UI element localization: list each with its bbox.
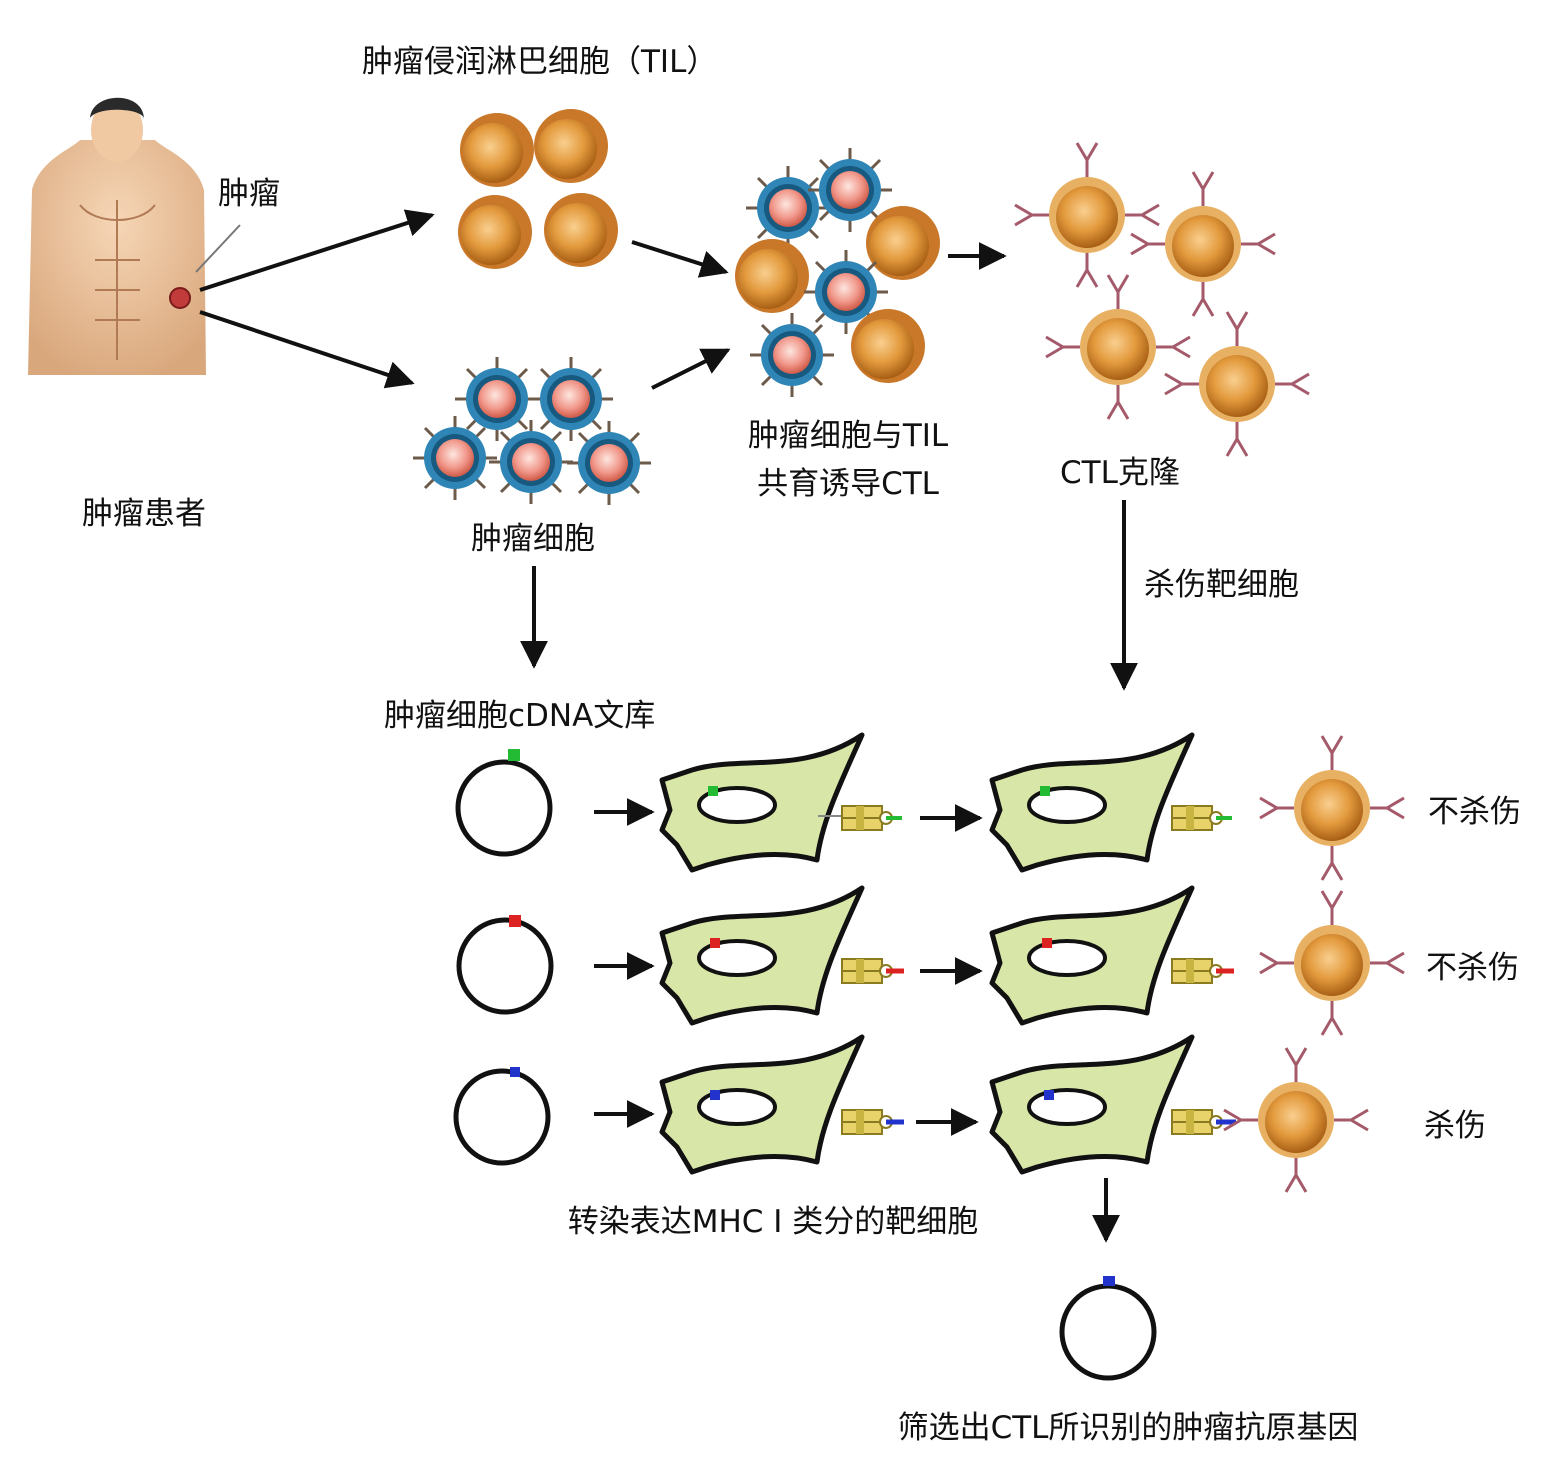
til-cells (458, 109, 618, 269)
selected-plasmid (1059, 1276, 1157, 1381)
tumor-label: 肿瘤 (218, 176, 280, 212)
screen-row-3 (453, 1037, 1370, 1194)
tumor-cells-label: 肿瘤细胞 (471, 521, 595, 557)
screen-row-1 (455, 735, 1406, 882)
til-title: 肿瘤侵润淋巴细胞（TIL） (362, 44, 718, 80)
result-row-1: 不杀伤 (1428, 794, 1521, 830)
result-row-2: 不杀伤 (1426, 950, 1519, 986)
tumor-spot (169, 287, 191, 309)
result-row-3: 杀伤 (1424, 1108, 1486, 1144)
patient-illustration (28, 90, 241, 376)
kill-target-label: 杀伤靶细胞 (1144, 567, 1299, 603)
patient-label: 肿瘤患者 (82, 496, 206, 532)
cdna-library-label: 肿瘤细胞cDNA文库 (384, 698, 656, 734)
screen-result-label: 筛选出CTL所识别的肿瘤抗原基因 (897, 1410, 1359, 1446)
ctl-clone-label: CTL克隆 (1060, 455, 1180, 491)
coculture-cells (735, 146, 940, 399)
arrows (199, 209, 1138, 1243)
ctl-clone-cells (1013, 141, 1311, 458)
screen-row-2 (456, 888, 1406, 1037)
tumor-cells (411, 355, 653, 507)
transfect-label: 转染表达MHC I 类分的靶细胞 (567, 1204, 979, 1240)
coculture-label-line1: 肿瘤细胞与TIL (747, 418, 949, 454)
coculture-label-line2: 共育诱导CTL (757, 466, 939, 502)
